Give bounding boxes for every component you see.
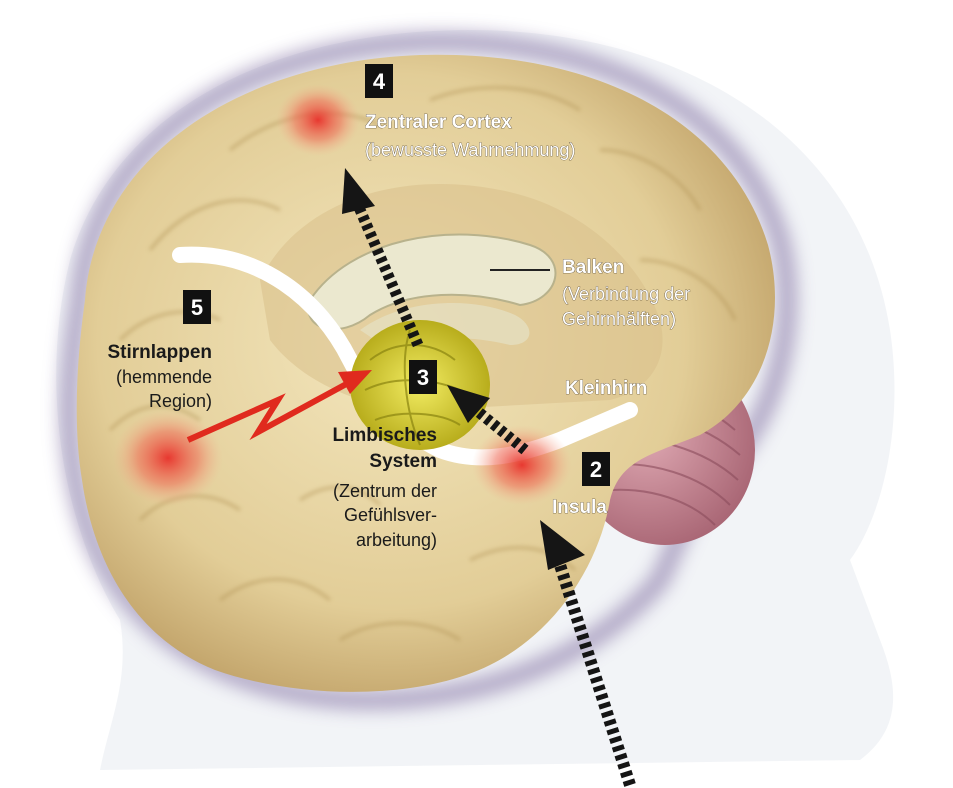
label-kleinhirn: Kleinhirn — [565, 378, 647, 399]
marker-4: 4 — [365, 64, 393, 98]
limbisches-desc-1: (Zentrum der — [333, 481, 437, 501]
stirnlappen-title: Stirnlappen — [107, 342, 212, 363]
zentraler-cortex-desc: (bewusste Wahrnehmung) — [365, 140, 575, 160]
limbisches-title-2: System — [369, 451, 437, 472]
balken-desc-1: (Verbindung der — [562, 284, 690, 304]
marker-2: 2 — [582, 452, 610, 486]
hotspot-cortex — [276, 84, 360, 156]
balken-title: Balken — [562, 257, 624, 278]
limbisches-desc-2: Gefühlsver- — [344, 505, 437, 525]
kleinhirn-title: Kleinhirn — [565, 378, 647, 399]
marker-3: 3 — [409, 360, 437, 394]
limbisches-title-1: Limbisches — [332, 425, 437, 446]
hotspot-frontal — [113, 410, 223, 506]
svg-text:4: 4 — [373, 69, 386, 94]
label-insula: Insula — [552, 497, 607, 518]
svg-text:5: 5 — [191, 295, 203, 320]
svg-text:2: 2 — [590, 457, 602, 482]
stirnlappen-desc-1: (hemmende — [116, 367, 212, 387]
marker-5: 5 — [183, 290, 211, 324]
zentraler-cortex-title: Zentraler Cortex — [365, 112, 512, 133]
svg-text:3: 3 — [417, 365, 429, 390]
insula-title: Insula — [552, 497, 607, 518]
limbisches-desc-3: arbeitung) — [356, 530, 437, 550]
stirnlappen-desc-2: Region) — [149, 391, 212, 411]
hotspot-insula — [472, 425, 572, 505]
balken-desc-2: Gehirnhälften) — [562, 309, 676, 329]
